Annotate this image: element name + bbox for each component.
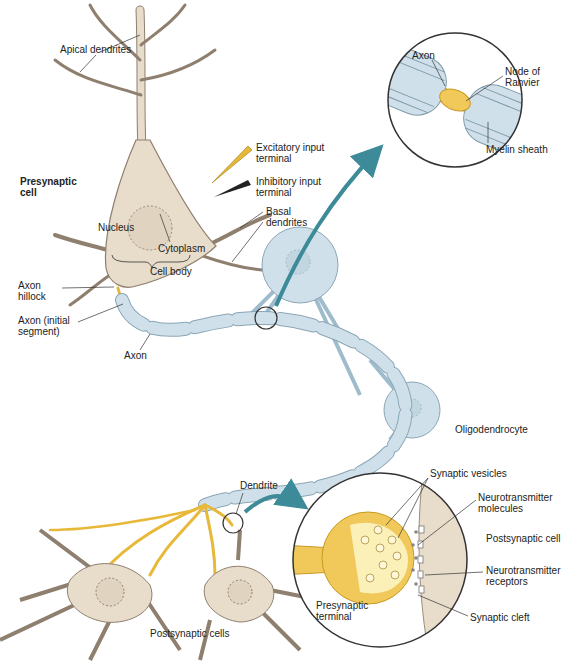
synapse-inset bbox=[280, 460, 480, 660]
zoom-arrow bbox=[276, 150, 378, 306]
inhibitory-terminal bbox=[214, 180, 251, 197]
part-label: Basal dendrites bbox=[266, 206, 326, 228]
part-label: Node of Ranvier bbox=[505, 66, 560, 88]
part-label: Cell body bbox=[150, 266, 210, 277]
part-label: Axon (initial segment) bbox=[18, 315, 80, 337]
zoom-arrow bbox=[245, 496, 302, 512]
part-label: Postsynaptic cell bbox=[486, 533, 571, 544]
part-label: Excitatory input terminal bbox=[256, 142, 336, 164]
excitatory-terminal bbox=[212, 146, 252, 183]
leader-lines bbox=[62, 35, 503, 616]
magnifier bbox=[255, 307, 277, 329]
part-label: Synaptic cleft bbox=[470, 612, 560, 623]
presynaptic-cell-body bbox=[105, 140, 216, 287]
oligodendrocytes bbox=[240, 227, 440, 465]
part-label: Apical dendrites bbox=[60, 44, 150, 55]
part-label: Dendrite bbox=[240, 480, 300, 491]
part-label: Axon hillock bbox=[18, 280, 66, 302]
part-label: Cytoplasm bbox=[158, 243, 218, 254]
part-label: Neurotransmitter receptors bbox=[486, 565, 566, 587]
magnifier bbox=[223, 513, 243, 533]
part-label: Oligodendrocyte bbox=[455, 424, 555, 435]
part-label: Synaptic vesicles bbox=[430, 468, 540, 479]
part-label: Myelin sheath bbox=[486, 144, 566, 155]
part-label: Axon bbox=[412, 50, 452, 61]
part-label: Inhibitory input terminal bbox=[256, 176, 336, 198]
part-label: Postsynaptic cells bbox=[150, 628, 260, 639]
part-label: Presynaptic terminal bbox=[316, 600, 381, 622]
part-label: Nucleus bbox=[98, 222, 148, 233]
postsynaptic-cells bbox=[0, 530, 320, 660]
dendrites bbox=[55, 5, 270, 305]
part-label: Axon bbox=[124, 350, 164, 361]
part-label: Neurotransmitter molecules bbox=[478, 492, 568, 514]
part-label: Presynaptic cell bbox=[20, 176, 90, 198]
